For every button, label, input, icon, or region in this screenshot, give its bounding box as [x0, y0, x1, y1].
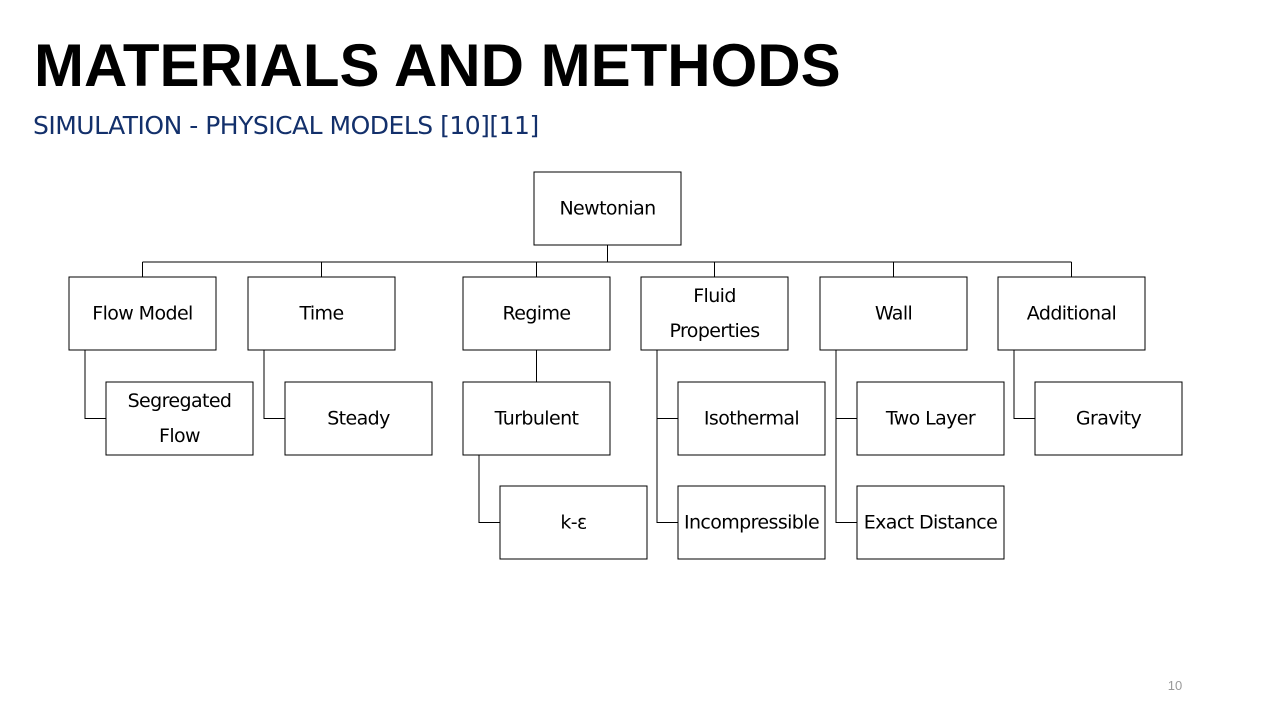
connector-isothermal — [656, 350, 678, 419]
node-box-newtonian — [533, 171, 682, 246]
node-label-isothermal: Isothermal — [704, 408, 799, 430]
node-newtonian: Newtonian — [533, 171, 682, 246]
node-regime: Regime — [462, 276, 611, 351]
connector-steady — [263, 350, 285, 419]
connector-k-epsilon — [478, 455, 500, 523]
node-label-fluid-properties: Properties — [669, 320, 759, 342]
node-label-k-epsilon: k-ε — [560, 512, 586, 534]
node-label-segregated-flow: Flow — [159, 425, 200, 447]
node-box-additional — [997, 276, 1146, 351]
slide-subtitle: SIMULATION - PHYSICAL MODELS [10][11] — [33, 111, 539, 140]
connector-gravity — [1013, 350, 1035, 419]
connector-segregated-flow — [84, 350, 106, 419]
node-wall: Wall — [819, 276, 968, 351]
node-two-layer: Two Layer — [856, 381, 1005, 456]
node-label-segregated-flow: Segregated — [128, 390, 232, 412]
node-label-flow-model: Flow Model — [92, 303, 192, 325]
node-turbulent: Turbulent — [462, 381, 611, 456]
node-label-wall: Wall — [875, 303, 912, 325]
connector-incompressible — [656, 350, 678, 523]
node-label-newtonian: Newtonian — [559, 198, 655, 220]
node-label-fluid-properties: Fluid — [693, 285, 736, 307]
node-label-regime: Regime — [503, 303, 571, 325]
connector-exact-distance — [835, 350, 857, 523]
node-box-steady — [284, 381, 433, 456]
node-label-two-layer: Two Layer — [885, 408, 976, 430]
node-label-additional: Additional — [1027, 303, 1116, 325]
node-box-turbulent — [462, 381, 611, 456]
page-number: 10 — [1167, 678, 1183, 693]
connector-two-layer — [835, 350, 857, 419]
node-box-isothermal — [677, 381, 826, 456]
node-isothermal: Isothermal — [677, 381, 826, 456]
node-box-incompressible — [677, 485, 826, 560]
node-label-gravity: Gravity — [1076, 408, 1142, 430]
node-box-segregated-flow — [105, 381, 254, 456]
node-box-flow-model — [68, 276, 217, 351]
node-time: Time — [247, 276, 396, 351]
node-steady: Steady — [284, 381, 433, 456]
node-incompressible: Incompressible — [677, 485, 826, 560]
node-label-steady: Steady — [327, 408, 390, 430]
node-box-fluid-properties — [640, 276, 789, 351]
node-k-epsilon: k-ε — [499, 485, 648, 560]
node-box-k-epsilon — [499, 485, 648, 560]
node-box-exact-distance — [856, 485, 1005, 560]
node-label-turbulent: Turbulent — [494, 408, 579, 430]
node-box-time — [247, 276, 396, 351]
node-exact-distance: Exact Distance — [856, 485, 1005, 560]
node-label-incompressible: Incompressible — [684, 512, 819, 534]
node-label-time: Time — [298, 303, 343, 325]
node-box-wall — [819, 276, 968, 351]
slide-title: MATERIALS AND METHODS — [34, 32, 841, 99]
node-box-regime — [462, 276, 611, 351]
node-box-gravity — [1034, 381, 1183, 456]
node-flow-model: Flow Model — [68, 276, 217, 351]
node-box-two-layer — [856, 381, 1005, 456]
node-additional: Additional — [997, 276, 1146, 351]
node-gravity: Gravity — [1034, 381, 1183, 456]
node-label-exact-distance: Exact Distance — [864, 512, 998, 534]
